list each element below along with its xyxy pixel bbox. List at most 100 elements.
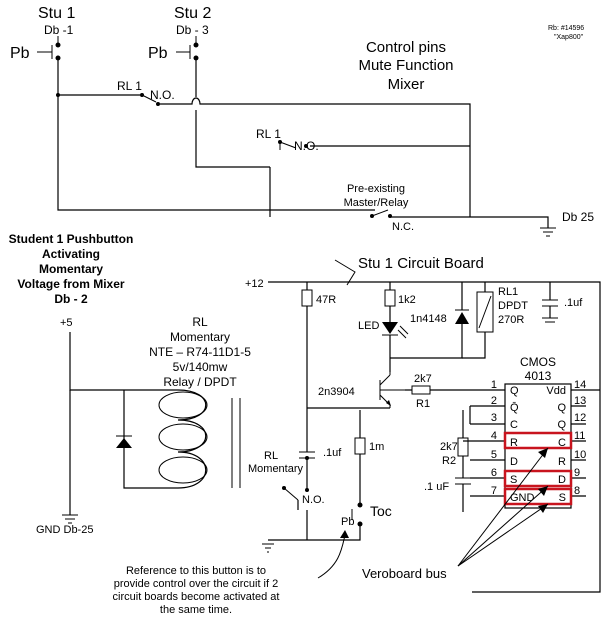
circuit-board-label: Stu 1 Circuit Board (358, 255, 484, 272)
top-section: Stu 1 Db -1 Stu 2 Db - 3 Pb Pb Rb: #1459… (10, 5, 594, 237)
ground-board-icon (262, 543, 274, 553)
bus-highlight-row6 (503, 469, 573, 488)
reference-note: Reference to this button is to provide c… (113, 530, 349, 616)
pin6-name: S (510, 474, 517, 486)
ic-right-pins (571, 389, 600, 497)
rl1-switch-b (278, 140, 308, 150)
cap-mid-label: .1uf (323, 447, 342, 459)
no-b-label: N.O. (294, 139, 319, 153)
mixer-label: Mixer (388, 76, 425, 93)
pin12-name: Q (557, 419, 566, 431)
pin2-name: Q̄ (510, 401, 519, 414)
student-title-1: Student 1 Pushbutton (9, 232, 134, 246)
student-title-2: Activating (42, 247, 100, 261)
r2-label: R2 (442, 455, 456, 467)
circuit-board-section: +12 Stu 1 Circuit Board .1uf 47R 1k2 (245, 255, 601, 593)
stu1-pushbutton (37, 36, 61, 61)
rl1-coil-label: RL1 (498, 286, 518, 298)
pin3-num: 3 (491, 412, 497, 424)
gnd-label: GND Db-25 (36, 524, 93, 536)
ground-left-icon (62, 514, 78, 524)
pin13-name: Q (557, 402, 566, 414)
bus-highlight-row4 (503, 431, 573, 450)
mute-function-label: Mute Function (358, 57, 453, 74)
ref-name-label: "Xap800" (554, 34, 584, 41)
pin5-num: 5 (491, 449, 497, 461)
capacitor-top-icon (542, 299, 558, 323)
plus5-label: +5 (60, 317, 73, 329)
note-line1: Reference to this button is to (126, 565, 266, 577)
cmos-label: CMOS (520, 355, 556, 369)
pin4-name: R (510, 437, 518, 449)
preexisting-relay-switch (370, 209, 392, 218)
veroboard-bus-label: Veroboard bus (362, 566, 447, 581)
stu1-label: Stu 1 (38, 5, 75, 22)
pin12-num: 12 (574, 412, 586, 424)
relay-coil-icon (158, 389, 241, 489)
bus-arrows (457, 447, 549, 567)
db25-label: Db 25 (562, 210, 594, 224)
pin1-name: Q (510, 385, 519, 397)
toc-pushbutton (351, 502, 363, 527)
pin5-name: D (510, 456, 518, 468)
pin10-name: R (558, 456, 566, 468)
plus12-label: +12 (245, 278, 264, 290)
nc-label: N.C. (392, 221, 414, 233)
note-line4: the same time. (160, 604, 232, 616)
master-relay-label: Master/Relay (344, 197, 409, 209)
r1k2-label: 1k2 (398, 294, 416, 306)
cap-top-label: .1uf (564, 297, 583, 309)
pin11-num: 11 (574, 430, 585, 442)
pin1-num: 1 (491, 379, 497, 391)
note-line2: provide control over the circuit if 2 (114, 578, 278, 590)
relay-momentary-label: Momentary (170, 330, 230, 344)
stu2-label: Stu 2 (174, 5, 211, 22)
relay-rl-label: RL (192, 315, 208, 329)
pin11-name: C (558, 437, 566, 449)
preexisting-label: Pre-existing (347, 183, 405, 195)
pin9-name: D (558, 474, 566, 486)
pin8-name: S (559, 492, 566, 504)
pb-right-label: Pb (148, 45, 168, 62)
student-title-5: Db - 2 (54, 292, 88, 306)
relay-type-label: Relay / DPDT (163, 375, 237, 389)
transistor-label: 2n3904 (318, 386, 355, 398)
stu2-pushbutton (176, 36, 199, 61)
pin13-num: 13 (574, 395, 586, 407)
r47-label: 47R (316, 294, 336, 306)
relay-part-label: NTE – R74-11D1-5 (149, 345, 251, 359)
cap-c-label: .1 uF (424, 481, 449, 493)
toc-label: Toc (370, 503, 392, 519)
r2k7a-label: 2k7 (414, 373, 432, 385)
cmos-4013-label: 4013 (525, 369, 552, 383)
rl1-switch-a (140, 93, 160, 106)
ref-number-label: Rb: #14596 (548, 25, 584, 32)
pin7-name: GND (510, 492, 535, 504)
no-c-label: N.O. (302, 494, 325, 506)
pin3-name: C (510, 419, 518, 431)
pb-left-label: Pb (10, 45, 30, 62)
rl1-270r-label: 270R (498, 314, 524, 326)
pin2-num: 2 (491, 395, 497, 407)
ic-left-pins (463, 389, 505, 497)
control-pins-label: Control pins (366, 39, 446, 56)
diode-right-icon (455, 309, 469, 324)
diode-label: 1n4148 (410, 313, 447, 325)
pin14-name: Vdd (546, 385, 566, 397)
db3-label: Db - 3 (176, 23, 209, 37)
pin9-num: 9 (574, 467, 580, 479)
ground-db25-icon (540, 227, 556, 237)
student-title-3: Momentary (39, 262, 103, 276)
transistor-icon (379, 372, 405, 408)
relay-coil-section: Student 1 Pushbutton Activating Momentar… (9, 232, 252, 536)
pin8-num: 8 (574, 485, 580, 497)
student-title-4: Voltage from Mixer (17, 277, 124, 291)
rl1-a-label: RL 1 (117, 79, 142, 93)
pin6-num: 6 (491, 467, 497, 479)
pb2-label: Pb (341, 516, 354, 528)
db1-label: Db -1 (44, 23, 74, 37)
relay-rating-label: 5v/140mw (173, 360, 228, 374)
led-label: LED (358, 320, 379, 332)
rl1-b-label: RL 1 (256, 127, 281, 141)
